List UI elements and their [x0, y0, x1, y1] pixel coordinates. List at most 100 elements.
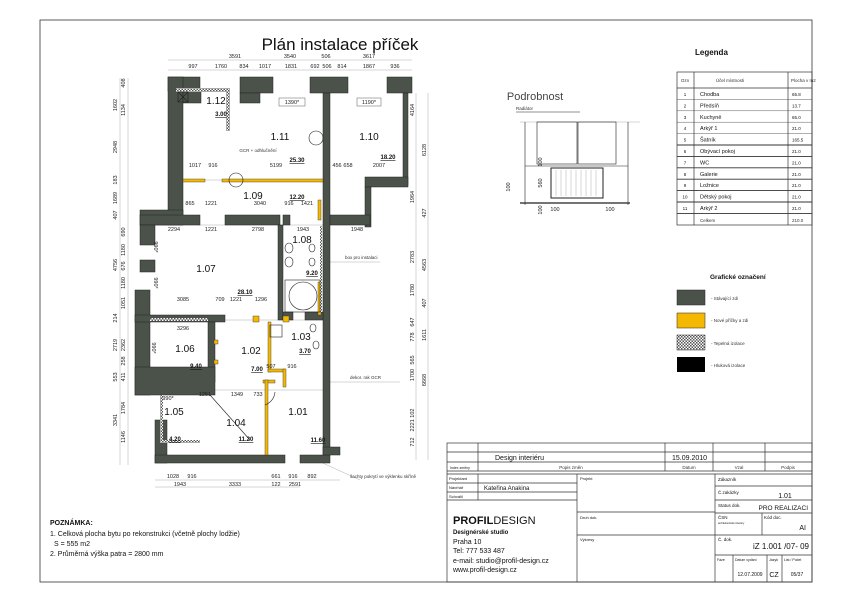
dimension: 1017: [189, 163, 201, 169]
dimension: 676: [121, 261, 127, 270]
navrhar-label: Návrhář: [449, 485, 464, 490]
zakazka-value: 1.01: [778, 493, 792, 500]
dimension: 100: [506, 182, 512, 191]
dimension: 1964: [410, 191, 416, 203]
dimension: 3540: [284, 54, 296, 60]
dimension: 834: [239, 64, 248, 70]
legend-row-area: 21.0: [792, 172, 801, 177]
dimension: 1190*: [362, 100, 377, 106]
insulation: [150, 88, 322, 443]
dimension: 427: [422, 208, 428, 217]
room-area: 25.30: [289, 158, 305, 164]
dimension: 2783: [410, 251, 416, 263]
room-number: 1.05: [164, 407, 184, 418]
dimension: 916: [208, 163, 217, 169]
legend-row-area: 21.0: [792, 206, 801, 211]
dimension: 1028: [167, 474, 179, 480]
dimension: 2798: [252, 227, 264, 233]
room-area: 9.40: [190, 364, 202, 370]
graphic-legend-title: Grafické označení: [710, 274, 766, 281]
existing-walls: [134, 76, 413, 464]
dimension: 1760: [215, 64, 227, 70]
legend-row-number: 9: [684, 183, 687, 188]
dimension: 892: [307, 474, 316, 480]
dimension: 1221: [205, 227, 217, 233]
room-area: 18.20: [380, 155, 396, 161]
dimension: 1784: [121, 402, 127, 414]
legend-row-name: Kuchyně: [700, 115, 721, 121]
cdok-label: Č. dok.: [718, 536, 732, 542]
room-number: 1.02: [241, 346, 261, 357]
new-partitions: [182, 178, 324, 456]
dimension: 506: [321, 54, 330, 60]
header-index: Index změny: [450, 466, 470, 470]
plan-annotations: GCR + odhlučnění box pro instalaci dekor…: [239, 148, 416, 479]
dimension: 100: [538, 205, 544, 214]
dimension: 506: [322, 64, 331, 70]
annotation: box pro instalaci: [345, 255, 378, 260]
annotation: šachty pokrytí ve výklenku skříně: [350, 474, 417, 479]
dimension: 1296: [255, 297, 267, 303]
dimension: 2948: [113, 141, 119, 153]
dimension: 2007: [373, 163, 385, 169]
dimension: 916: [288, 474, 297, 480]
dimension: 2591: [289, 482, 301, 488]
change-description: Design interiéru: [495, 455, 544, 462]
dimension: 1780: [410, 284, 416, 296]
dimension: 1221: [230, 297, 242, 303]
company-logo: PROFILDESIGN: [453, 515, 536, 527]
room-area: 28.10: [237, 290, 253, 296]
jazyk-value: CZ: [769, 572, 779, 579]
detail-label: Radiátor: [516, 106, 534, 111]
legend-header-purpose: Účel místnosti: [716, 77, 744, 83]
dimension: 1349: [231, 392, 243, 398]
svg-text:PROFILDESIGN: PROFILDESIGN: [453, 515, 536, 527]
status-label: Status dok.: [718, 503, 741, 508]
projektant-label: Projektant: [449, 476, 468, 481]
legend-row-name: Arkýř 2: [700, 206, 717, 212]
legend-row-name: Arkýř 1: [700, 126, 717, 132]
dimension: 560: [538, 178, 544, 187]
sheet-frame: [39, 19, 813, 583]
radiator-detail: Podrobnost Radiátor 100 560 100 100 100 …: [506, 91, 640, 215]
dimension: 1146: [121, 431, 127, 443]
legend-row-name: WC: [700, 160, 709, 166]
room-number: 1.09: [243, 191, 263, 202]
dimension: 1611: [422, 329, 428, 341]
status-value: PRO REALIZACI: [759, 505, 809, 512]
room-number: 1.11: [271, 132, 290, 143]
legend-row-area: 21.0: [792, 126, 801, 131]
dimension: 1051: [121, 297, 127, 309]
legend-header-number: Ozn: [681, 78, 690, 83]
dimension: 507: [266, 364, 275, 370]
studio-email[interactable]: e-mail: studio@profil-design.cz: [453, 558, 549, 565]
dimension: 733: [253, 392, 262, 398]
dimension: 100: [550, 207, 559, 213]
fixtures: [177, 91, 324, 441]
studio-name: Designérské studio: [453, 530, 509, 536]
dimensions-bottom: 1028 916 661 916 892 1943 3333 122 2591: [167, 474, 317, 488]
dimension: 1180: [121, 277, 127, 289]
legend-row-area: 65.0: [792, 115, 801, 120]
existing-wall-swatch: [676, 289, 706, 306]
room-area: 3.70: [299, 349, 311, 355]
dimension: 658: [343, 163, 352, 169]
dimension: 100: [538, 157, 544, 166]
legend-row-name: Obývací pokoj: [700, 149, 735, 155]
studio-website[interactable]: www.profil-design.cz: [452, 567, 517, 574]
dimension: 1390*: [285, 100, 300, 106]
room-number: 1.10: [359, 132, 379, 143]
datum-vydani-label: Datum vydání: [735, 558, 757, 562]
dimension: 258: [121, 356, 127, 365]
dimensions-inner: 1390* 1190* 1017 916 5199 456 658 2007 8…: [150, 97, 385, 402]
dimension: 407: [113, 210, 119, 219]
csn-label: ČSN: [718, 514, 728, 520]
room-area: 3.00: [215, 112, 227, 118]
legend-row-name: Dětský pokoj: [700, 195, 732, 201]
dimension: 1943: [174, 482, 186, 488]
dimension: 4563: [422, 259, 428, 271]
druh-label: Druh dok.: [580, 515, 597, 520]
dimension: 1602: [113, 99, 119, 111]
room-labels: 1.12 3.00 1.11 25.30 1.10 18.20 1.09 12.…: [164, 96, 396, 444]
